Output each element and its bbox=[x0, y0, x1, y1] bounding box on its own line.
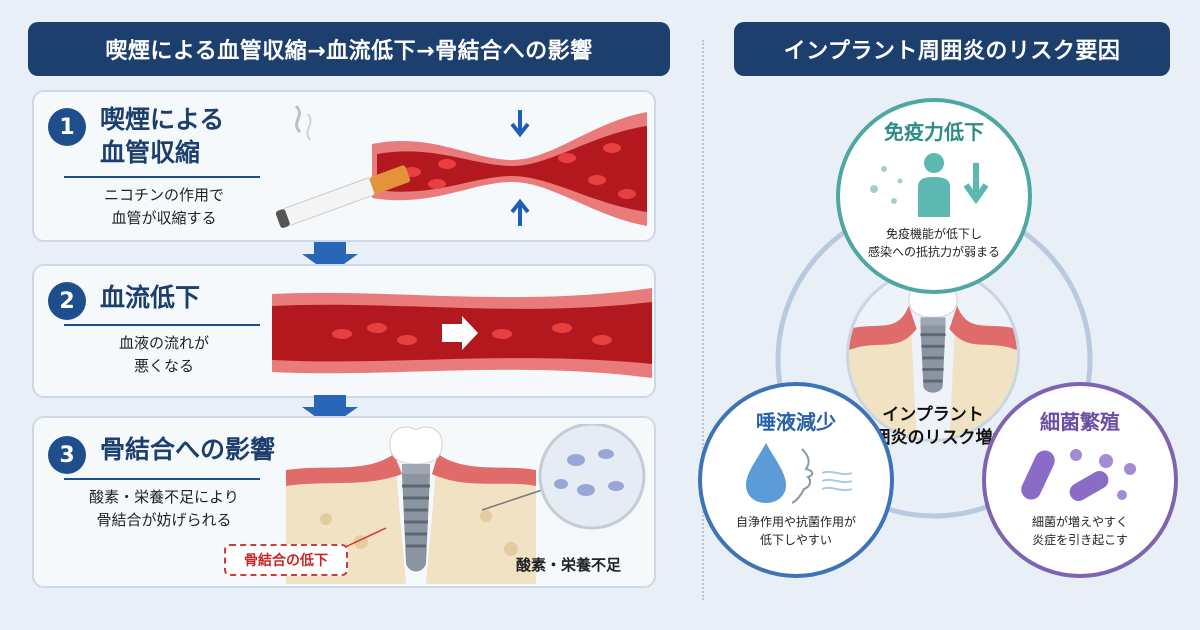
step-rule-2 bbox=[64, 324, 260, 326]
right-section-title: インプラント周囲炎のリスク要因 bbox=[734, 22, 1170, 76]
center-label-line-2: 周囲炎のリスク増大 bbox=[856, 427, 1010, 448]
step-card-blood-flow: 2 血流低下 血液の流れが 悪くなる bbox=[32, 264, 656, 398]
immune-title: 免疫力低下 bbox=[884, 120, 984, 144]
step-desc-2: 血液の流れが 悪くなる bbox=[68, 332, 260, 379]
section-divider bbox=[702, 40, 704, 600]
bacteria-desc-line-1: 細菌が増えやすく bbox=[1031, 515, 1128, 529]
constriction-arrow-down-icon bbox=[510, 110, 530, 138]
cell-icon bbox=[554, 479, 568, 489]
step-title-3: 骨結合への影響 bbox=[100, 434, 275, 467]
step-title-2: 血流低下 bbox=[100, 282, 200, 315]
magnify-label: 酸素・栄養不足 bbox=[516, 556, 622, 574]
risk-node-immune: 免疫力低下 免疫機能が低下し 感染への抵抗力が弱まる bbox=[836, 98, 1032, 294]
step-desc-2-line-1: 血液の流れが bbox=[118, 334, 209, 352]
flow-arrow-down-icon bbox=[302, 395, 358, 427]
implant-icon bbox=[389, 426, 443, 572]
step-rule-3 bbox=[64, 478, 260, 480]
cell-icon bbox=[567, 454, 585, 466]
risk-node-bacteria: 細菌繁殖 細菌が増えやすく 炎症を引き起こす bbox=[982, 382, 1178, 578]
step-number-3: 3 bbox=[48, 436, 86, 474]
cell-icon bbox=[608, 481, 624, 491]
bacteria-desc: 細菌が増えやすく 炎症を引き起こす bbox=[1032, 513, 1128, 549]
step-desc-3: 酸素・栄養不足により 骨結合が妨げられる bbox=[68, 486, 260, 533]
cell-icon bbox=[598, 449, 614, 459]
blood-cell bbox=[592, 335, 612, 345]
magnified-view-circle bbox=[538, 424, 646, 530]
vessel-lumen bbox=[377, 126, 647, 212]
step-desc-2-line-2: 悪くなる bbox=[133, 357, 194, 376]
immune-desc-line-1: 免疫機能が低下し bbox=[885, 227, 982, 241]
bacteria-title: 細菌繁殖 bbox=[1040, 410, 1120, 434]
risk-node-saliva: 唾液減少 自浄作用や抗菌作用が 低下しやすい bbox=[698, 382, 894, 578]
blood-cell bbox=[397, 335, 417, 345]
step-title-1-line-2: 血管収縮 bbox=[100, 137, 201, 167]
reduced-osseointegration-callout: 骨結合の低下 bbox=[224, 544, 348, 576]
saliva-desc-line-1: 自浄作用や抗菌作用が bbox=[735, 515, 856, 529]
blood-cell bbox=[367, 323, 387, 333]
bone-pore bbox=[480, 510, 492, 522]
smoke-icon bbox=[306, 113, 312, 141]
center-implant-node bbox=[846, 268, 1020, 442]
gum-tissue bbox=[432, 454, 536, 486]
center-risk-label: インプラント 周囲炎のリスク増大 bbox=[840, 404, 1026, 450]
magnify-leader-line bbox=[481, 487, 549, 511]
flow-direction-arrow-icon bbox=[442, 316, 478, 350]
saliva-drop-icon bbox=[746, 443, 853, 504]
bacteria-desc-line-2: 炎症を引き起こす bbox=[1032, 533, 1128, 547]
smoke-icon bbox=[294, 104, 302, 134]
step-desc-3-line-2: 骨結合が妨げられる bbox=[96, 511, 232, 530]
step-title-1: 喫煙による 血管収縮 bbox=[100, 104, 224, 169]
blood-cell bbox=[588, 175, 606, 185]
step-title-1-line-1: 喫煙による bbox=[100, 105, 225, 134]
step-number-1: 1 bbox=[48, 108, 86, 146]
step-number-2: 2 bbox=[48, 282, 86, 320]
blood-cell bbox=[603, 143, 621, 153]
blood-cell bbox=[618, 189, 636, 199]
bacteria-icon bbox=[1021, 449, 1136, 501]
flow-arrow-down-icon bbox=[302, 242, 358, 274]
step-rule-1 bbox=[64, 176, 260, 178]
constriction-arrow-up-icon bbox=[510, 198, 530, 226]
saliva-desc-line-2: 低下しやすい bbox=[760, 533, 832, 547]
saliva-desc: 自浄作用や抗菌作用が 低下しやすい bbox=[736, 513, 856, 549]
implant-bone-illustration bbox=[286, 424, 646, 584]
blood-cell bbox=[492, 329, 512, 339]
gum-tissue bbox=[286, 454, 402, 486]
blood-cell bbox=[558, 153, 576, 163]
blood-cell bbox=[552, 323, 572, 333]
step-card-osseointegration: 3 骨結合への影響 酸素・栄養不足により 骨結合が妨げられる 骨 bbox=[32, 416, 656, 588]
step-card-vasoconstriction: 1 喫煙による 血管収縮 ニコチンの作用で 血管が収縮する bbox=[32, 90, 656, 242]
step-desc-1: ニコチンの作用で 血管が収縮する bbox=[68, 184, 260, 231]
immune-desc: 免疫機能が低下し 感染への抵抗力が弱まる bbox=[868, 225, 1000, 261]
step-title-3-line-1: 骨結合への影響 bbox=[100, 435, 276, 464]
step-desc-3-line-1: 酸素・栄養不足により bbox=[89, 488, 239, 506]
constricted-vessel-illustration bbox=[275, 104, 647, 228]
weak-person-icon bbox=[870, 153, 989, 217]
blood-cell bbox=[332, 329, 352, 339]
step-title-2-line-1: 血流低下 bbox=[100, 283, 201, 312]
immune-desc-line-2: 感染への抵抗力が弱まる bbox=[867, 245, 1000, 259]
saliva-title: 唾液減少 bbox=[756, 410, 836, 434]
cell-icon bbox=[577, 484, 595, 496]
step-desc-1-line-2: 血管が収縮する bbox=[111, 209, 217, 228]
bone-pore bbox=[504, 542, 518, 556]
blood-cell bbox=[428, 179, 446, 189]
blood-cell bbox=[438, 159, 456, 169]
center-label-line-1: インプラント bbox=[882, 405, 984, 425]
narrow-vessel-illustration bbox=[272, 288, 652, 378]
bone-pore bbox=[320, 513, 332, 525]
cigarette-icon bbox=[275, 165, 411, 228]
step-desc-1-line-1: ニコチンの作用で bbox=[103, 186, 224, 204]
left-section-title: 喫煙による血管収縮→血流低下→骨結合への影響 bbox=[28, 22, 670, 76]
